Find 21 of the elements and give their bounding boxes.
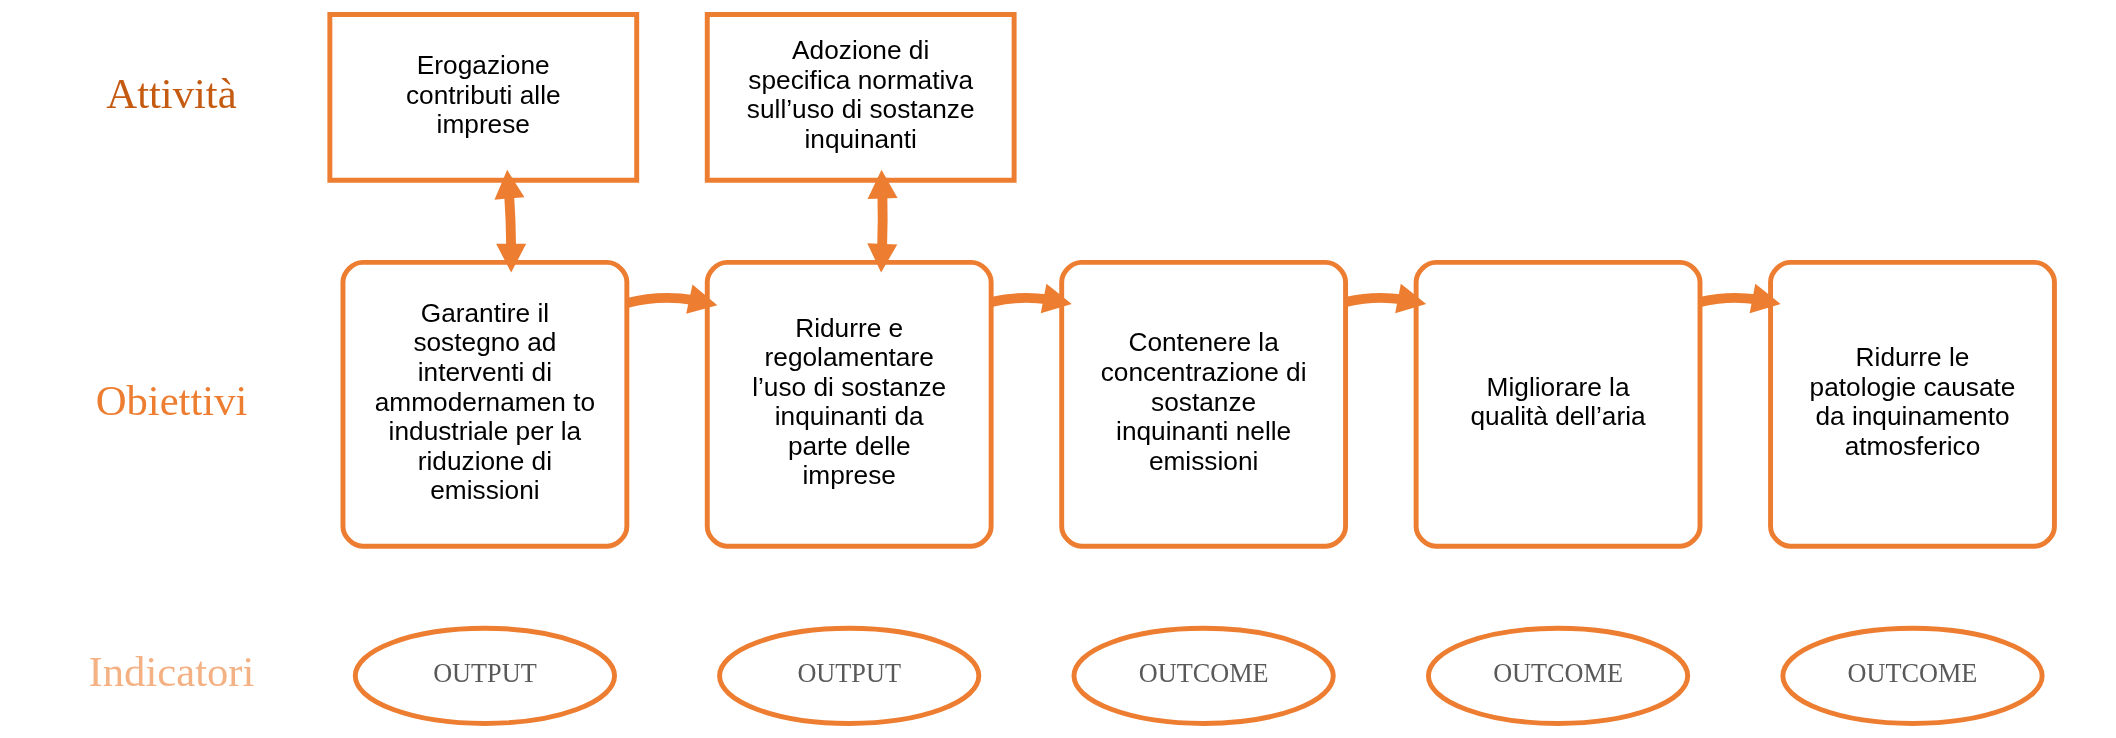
label: Indicatori [88,648,255,696]
node-ellipse: OUTPUT [352,625,617,726]
node-box: Ridurre e regolamentare l’uso di sostanze inquinanti da parte delle imprese [704,259,994,549]
node-box: Adozione di specifica normativa sull’uso di sostanze inquinanti [704,12,1017,183]
arrow [1699,283,1781,314]
node-box: Contenere la concentrazione di sostanze inquinanti nelle emissioni [1059,259,1349,549]
node-ellipse: OUTPUT [717,625,982,726]
label: Attività [106,69,237,117]
node-box: Ridurre le patologie causate da inquinamento atmosferico [1768,259,2057,549]
node-box: Garantire il sostegno ad interventi di ammodernamen to industriale per la riduzione di emissioni [340,259,630,549]
arrow [867,169,898,273]
node-ellipse: OUTCOME [1780,625,2045,726]
node-box: Erogazione contributi alle imprese [327,12,640,183]
arrow [1345,283,1427,314]
arrow [494,169,527,273]
label: Obiettivi [95,376,248,424]
node-ellipse: OUTCOME [1425,625,1691,726]
arrow [990,283,1072,314]
arrow [626,284,718,314]
node-ellipse: OUTCOME [1071,625,1336,726]
node-box: Migliorare la qualità dell’aria [1413,259,1703,549]
